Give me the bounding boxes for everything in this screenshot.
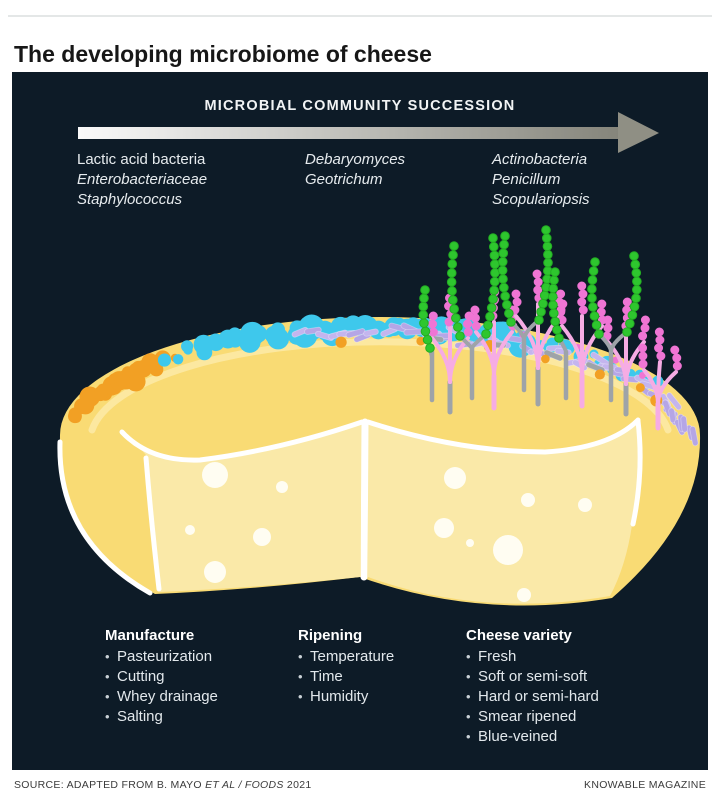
infographic-panel: MICROBIAL COMMUNITY SUCCESSION Lactic ac… [12, 72, 708, 770]
list-item: Humidity [310, 688, 369, 705]
list-header: Cheese variety [466, 627, 572, 644]
bullet-icon: • [466, 649, 471, 664]
stage-mid-microbes: Debaryomyces Geotrichum [305, 150, 405, 190]
list-item: Temperature [310, 648, 395, 665]
microbe-label: Staphylococcus [77, 191, 183, 208]
brand-credit: KNOWABLE MAGAZINE [584, 779, 706, 791]
top-divider [8, 15, 712, 17]
stage-late-microbes: Actinobacteria Penicillum Scopulariopsis [492, 150, 590, 210]
bullet-icon: • [298, 689, 303, 704]
bullet-icon: • [466, 729, 471, 744]
list-item: Whey drainage [117, 688, 218, 705]
list-item: Blue-veined [478, 728, 558, 745]
succession-heading: MICROBIAL COMMUNITY SUCCESSION [204, 98, 516, 114]
footer: SOURCE: ADAPTED FROM B. MAYO ET AL / FOO… [14, 779, 706, 791]
list-item: Salting [117, 708, 163, 725]
list-item: Cutting [117, 668, 165, 685]
microbe-label: Enterobacteriaceae [77, 171, 208, 188]
list-cheese-variety: Cheese variety • Fresh • Soft or semi-soft… [466, 626, 599, 747]
microbe-label: Actinobacteria [492, 151, 588, 168]
bullet-icon: • [105, 689, 110, 704]
bullet-icon: • [105, 669, 110, 684]
lactic-acid-bacteria-cluster [67, 350, 180, 424]
bullet-icon: • [466, 689, 471, 704]
list-item: Soft or semi-soft [478, 668, 588, 685]
stage-early-microbes: Lactic acid bacteria Enterobacteriaceae … [77, 150, 207, 210]
microbe-label: Penicillum [492, 171, 561, 188]
actinobacteria-chains [418, 225, 642, 403]
bullet-icon: • [105, 709, 110, 724]
list-item: Hard or semi-hard [478, 688, 599, 705]
cheese-illustration [57, 112, 701, 606]
bullet-icon: • [298, 649, 303, 664]
microbe-label: Geotrichum [305, 171, 383, 188]
microbe-label: Scopulariopsis [492, 191, 590, 208]
page-title: The developing microbiome of cheese [14, 41, 432, 68]
list-manufacture: Manufacture • Pasteurization • Cutting • Wh… [105, 626, 218, 727]
list-item: Fresh [478, 648, 517, 665]
list-item: Smear ripened [478, 708, 577, 725]
bullet-icon: • [298, 669, 303, 684]
bullet-icon: • [466, 709, 471, 724]
list-header: Ripening [298, 627, 363, 644]
source-credit: SOURCE: ADAPTED FROM B. MAYO ET AL / FOO… [14, 779, 312, 791]
list-item: Time [310, 668, 343, 685]
bullet-icon: • [105, 649, 110, 664]
microbe-label: Lactic acid bacteria [77, 151, 206, 168]
bullet-icon: • [466, 669, 471, 684]
microbe-label: Debaryomyces [305, 151, 406, 168]
list-ripening: Ripening • Temperature • Time • Humidity [298, 626, 394, 707]
list-item: Pasteurization [117, 648, 213, 665]
list-header: Manufacture [105, 627, 195, 644]
